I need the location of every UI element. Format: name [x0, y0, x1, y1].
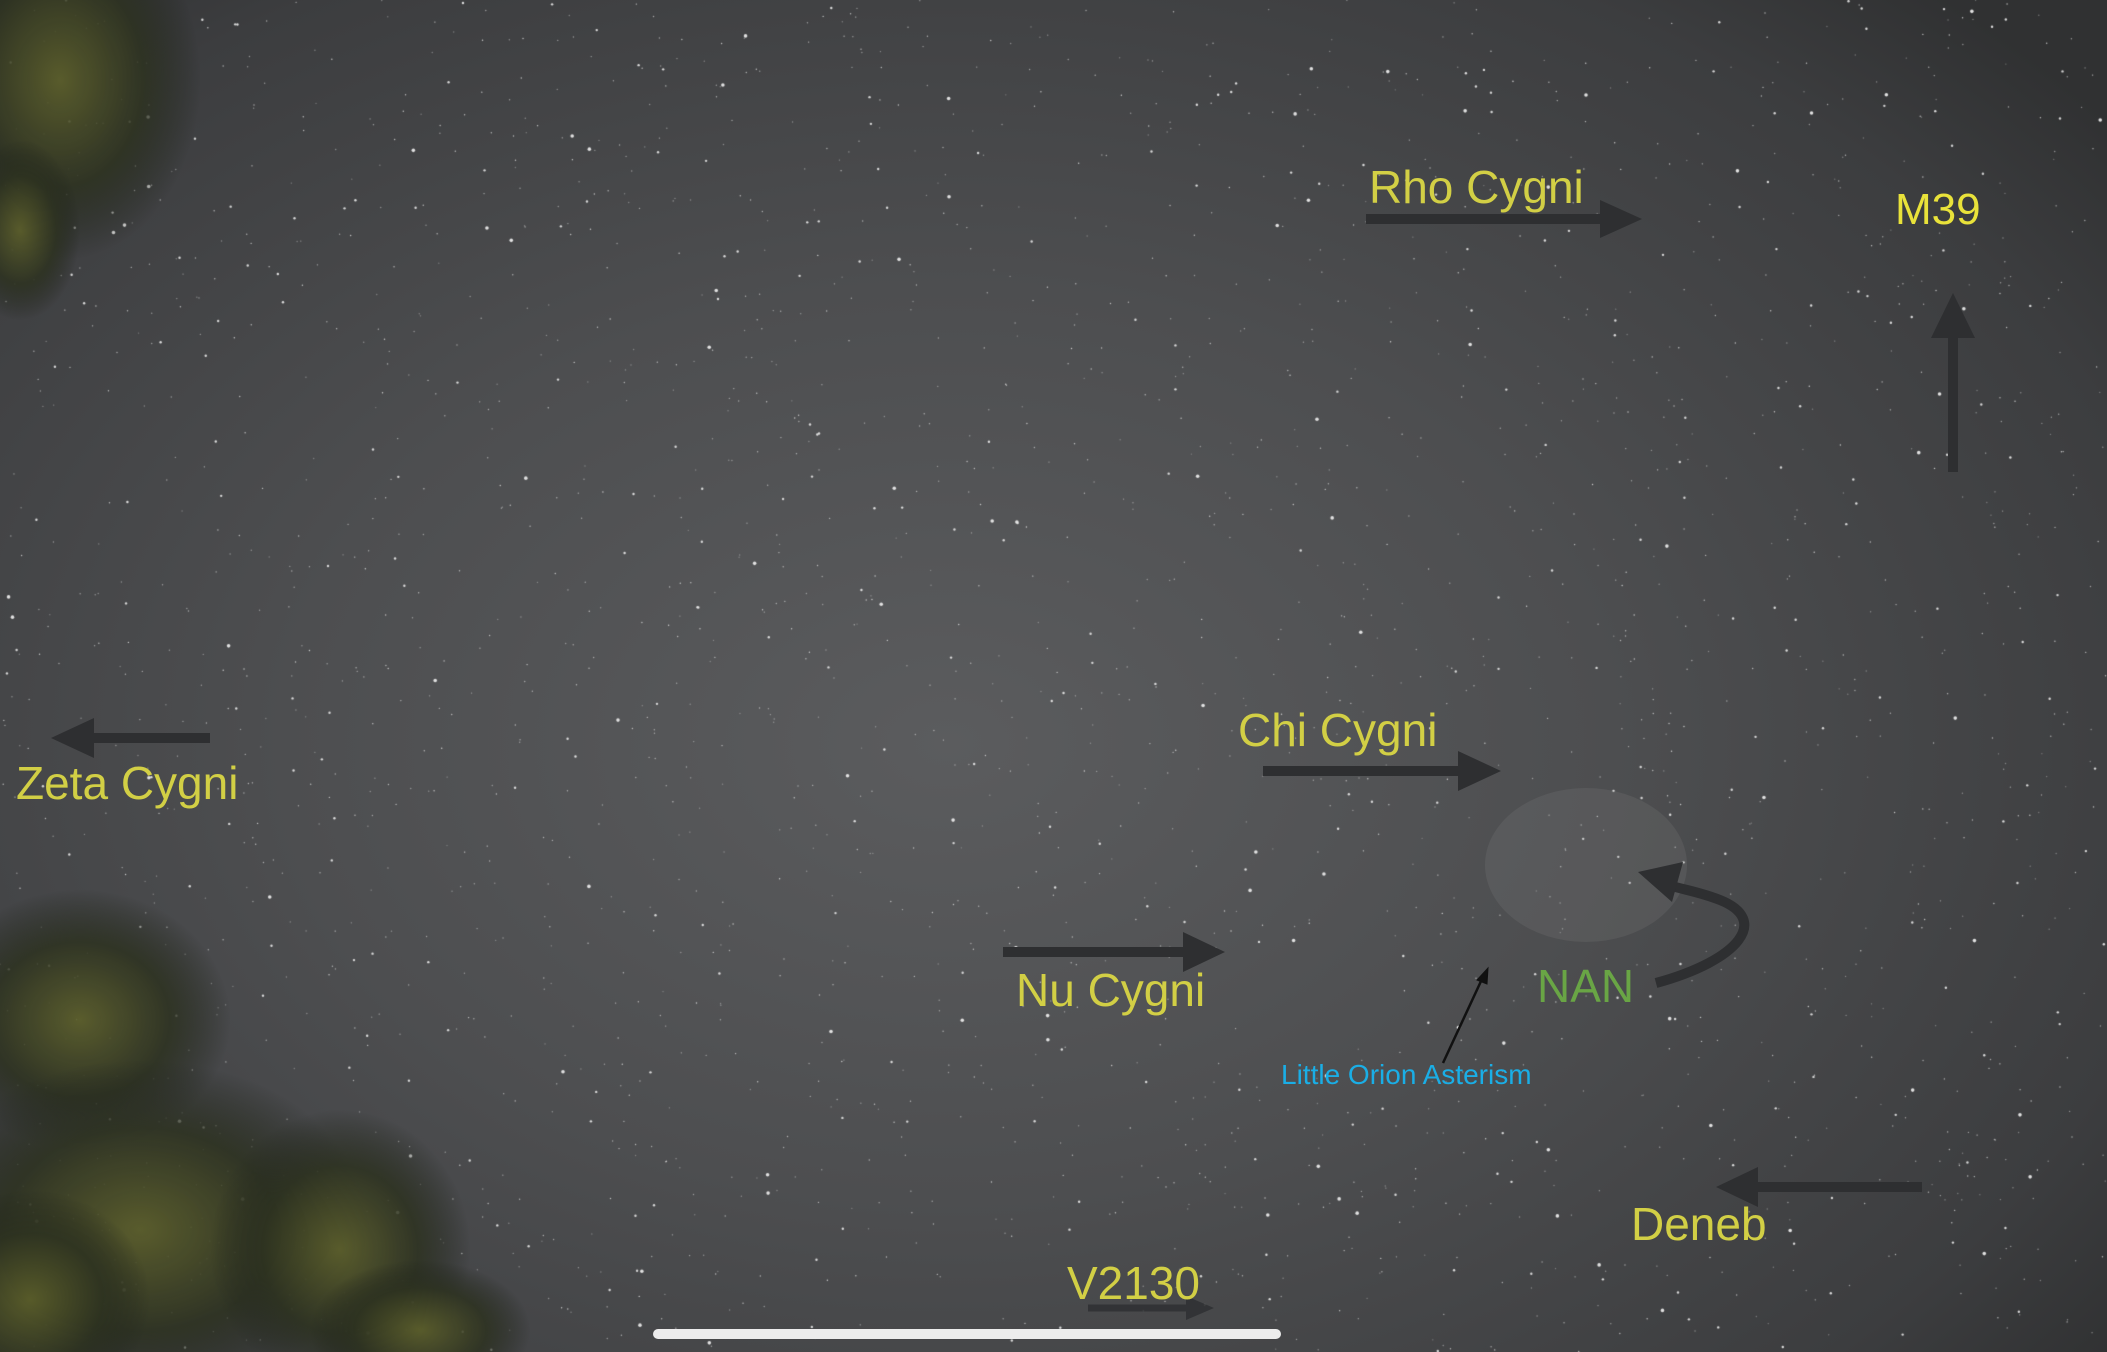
arrow-deneb	[1716, 1167, 1922, 1207]
label-m39: M39	[1895, 185, 1981, 234]
arrow-chi-cygni	[1263, 751, 1501, 791]
label-v2130: V2130	[1067, 1257, 1201, 1309]
label-zeta-cygni: Zeta Cygni	[16, 757, 239, 809]
label-chi-cygni: Chi Cygni	[1238, 704, 1438, 756]
tree-foliage-bottom-left	[0, 890, 530, 1352]
label-deneb: Deneb	[1631, 1198, 1767, 1250]
arrow-nu-cygni	[1003, 932, 1225, 972]
label-little-orion-asterism: Little Orion Asterism	[1281, 1059, 1532, 1090]
arrow-nan-curved	[1638, 862, 1750, 988]
tree-foliage-top-left	[0, 0, 200, 320]
arrow-zeta-cygni	[51, 718, 210, 758]
nan-region-highlight	[1485, 788, 1687, 942]
arrow-v2130	[1088, 1296, 1214, 1320]
arrow-rho-cygni	[1366, 200, 1642, 238]
home-indicator-bar[interactable]	[653, 1329, 1281, 1339]
arrow-m39	[1931, 293, 1975, 472]
label-nan: NAN	[1537, 960, 1635, 1012]
arrow-little-orion	[1441, 966, 1489, 1064]
label-nu-cygni: Nu Cygni	[1016, 964, 1206, 1016]
label-rho-cygni: Rho Cygni	[1369, 161, 1584, 213]
